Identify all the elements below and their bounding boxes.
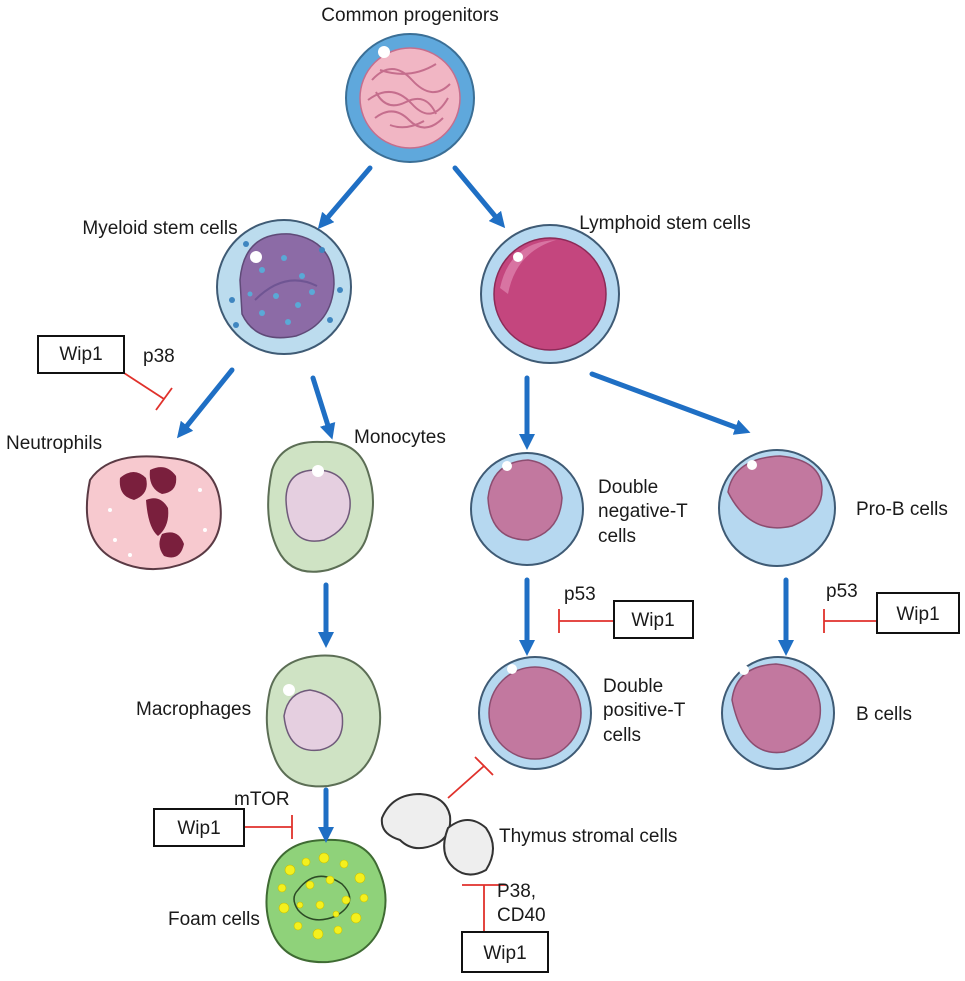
arrow-myeloid-to-monocytes	[310, 375, 336, 440]
wip1-label: Wip1	[896, 604, 939, 625]
macrophage-cell	[265, 654, 382, 788]
double-negative-t-cell	[470, 452, 584, 566]
arrow-myeloid-to-neutrophils	[176, 367, 235, 439]
label-prob: Pro-B cells	[856, 499, 948, 520]
inhibition-lines	[123, 372, 877, 932]
label-mtor: mTOR	[234, 789, 290, 810]
label-foam: Foam cells	[168, 909, 260, 930]
label-lymphoid: Lymphoid stem cells	[579, 213, 750, 234]
label-p53-t: p53	[564, 584, 596, 605]
arrow-progenitor-to-lymphoid	[452, 165, 506, 229]
thymus-stromal-cells	[380, 792, 494, 876]
label-dpt-line1: Double	[603, 676, 663, 697]
wip1-label: Wip1	[483, 943, 526, 964]
myeloid-stem-cell	[216, 219, 352, 355]
wip1-box-b-cell: Wip1	[876, 592, 960, 634]
arrow-progenitor-to-myeloid	[317, 165, 373, 230]
label-macrophages: Macrophages	[136, 699, 251, 720]
neutrophil-cell	[85, 455, 222, 571]
b-cell	[721, 656, 835, 770]
wip1-label: Wip1	[59, 344, 102, 365]
label-p38: p38	[143, 346, 175, 367]
wip1-box-thymus: Wip1	[461, 931, 549, 973]
wip1-box-myeloid: Wip1	[37, 335, 125, 374]
page-title: Common progenitors	[321, 5, 498, 26]
label-bcells: B cells	[856, 704, 912, 725]
label-p38-cd40-line2: CD40	[497, 905, 546, 926]
foam-cell	[265, 838, 387, 964]
label-dpt-line3: cells	[603, 725, 641, 746]
label-monocytes: Monocytes	[354, 427, 446, 448]
label-p53-b: p53	[826, 581, 858, 602]
wip1-box-t-cell: Wip1	[613, 600, 694, 639]
monocyte-cell	[267, 440, 374, 573]
wip1-label: Wip1	[631, 610, 674, 631]
double-positive-t-cell	[478, 656, 592, 770]
label-myeloid: Myeloid stem cells	[82, 218, 237, 239]
arrow-lymphoid-to-prob	[589, 371, 751, 435]
pro-b-cell	[718, 449, 836, 567]
wip1-box-macrophage: Wip1	[153, 808, 245, 847]
common-progenitor-cell	[345, 33, 475, 163]
label-dnt-line3: cells	[598, 526, 636, 547]
label-thymus: Thymus stromal cells	[499, 826, 677, 847]
label-dnt-line2: negative-T	[598, 501, 688, 522]
label-neutrophils: Neutrophils	[6, 433, 102, 454]
differentiation-arrows	[176, 165, 795, 844]
wip1-label: Wip1	[177, 818, 220, 839]
lymphoid-stem-cell	[480, 224, 620, 364]
label-p38-cd40-line1: P38,	[497, 881, 536, 902]
label-dpt-line2: positive-T	[603, 700, 686, 721]
label-dnt-line1: Double	[598, 477, 658, 498]
